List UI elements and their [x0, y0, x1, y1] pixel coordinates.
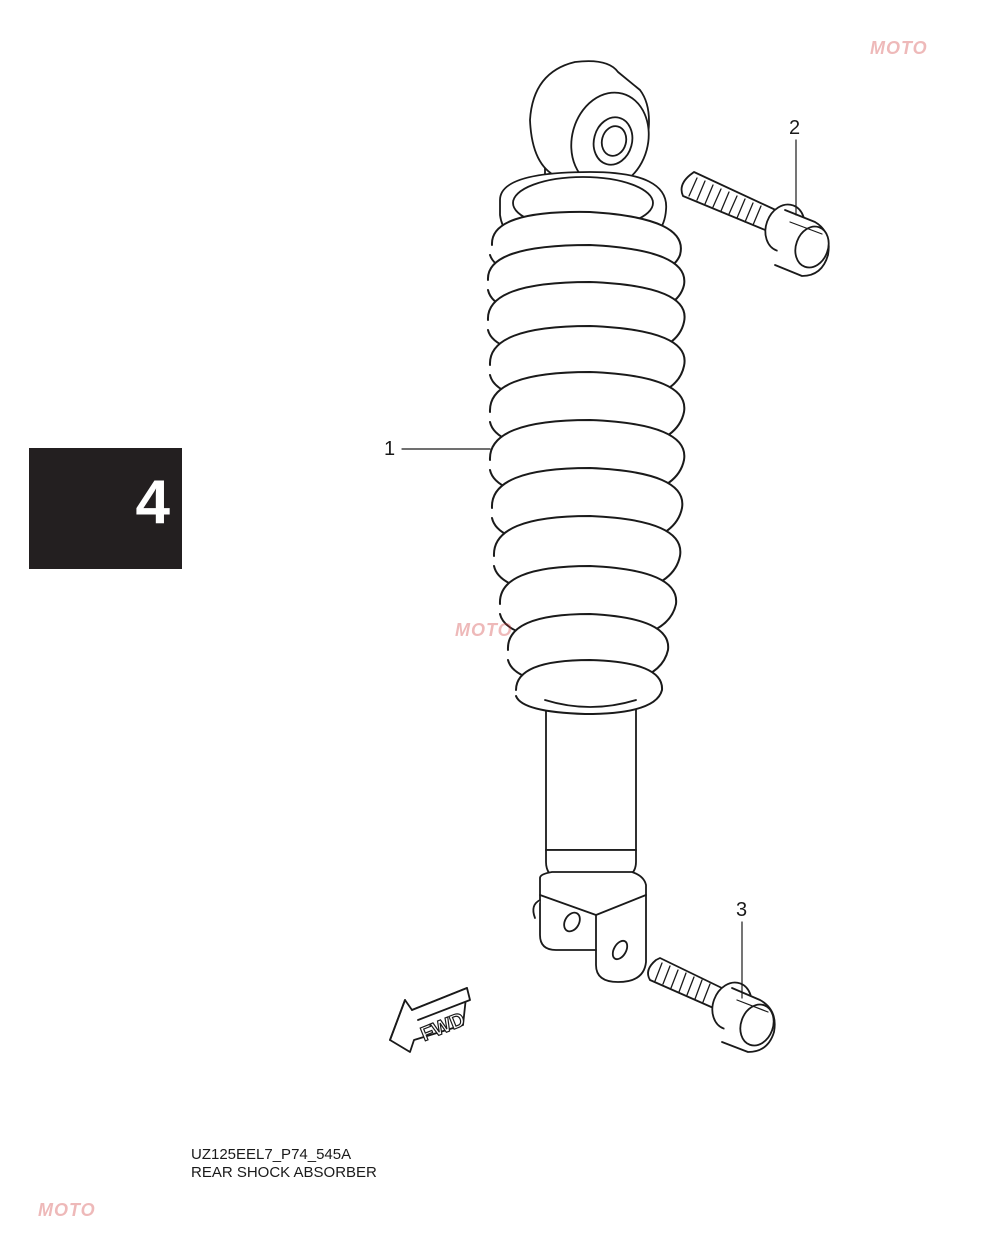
- watermark-logo: MOTO: [455, 620, 513, 640]
- section-number: 4: [135, 468, 170, 537]
- callout-2: 2: [789, 117, 801, 139]
- leader-lines: [401, 139, 797, 999]
- fwd-arrow: [389, 987, 471, 1053]
- caption-title: REAR SHOCK ABSORBER: [191, 1164, 377, 1181]
- callout-3: 3: [736, 899, 748, 921]
- caption-code: UZ125EEL7_P74_545A: [191, 1146, 352, 1163]
- section-tab: 4: [29, 448, 182, 569]
- watermark-logo: MOTO: [38, 1200, 96, 1220]
- upper-bolt: [680, 171, 830, 277]
- spring-coils: [486, 210, 686, 715]
- callout-1: 1: [384, 438, 396, 460]
- lower-mount: [532, 871, 647, 983]
- figure-caption: UZ125EEL7_P74_545A REAR SHOCK ABSORBER: [191, 1146, 377, 1182]
- shock-absorber: [486, 60, 686, 983]
- damper-body: [545, 689, 637, 881]
- lower-bolt: [647, 957, 776, 1053]
- watermark-logo: MOTO: [870, 38, 928, 58]
